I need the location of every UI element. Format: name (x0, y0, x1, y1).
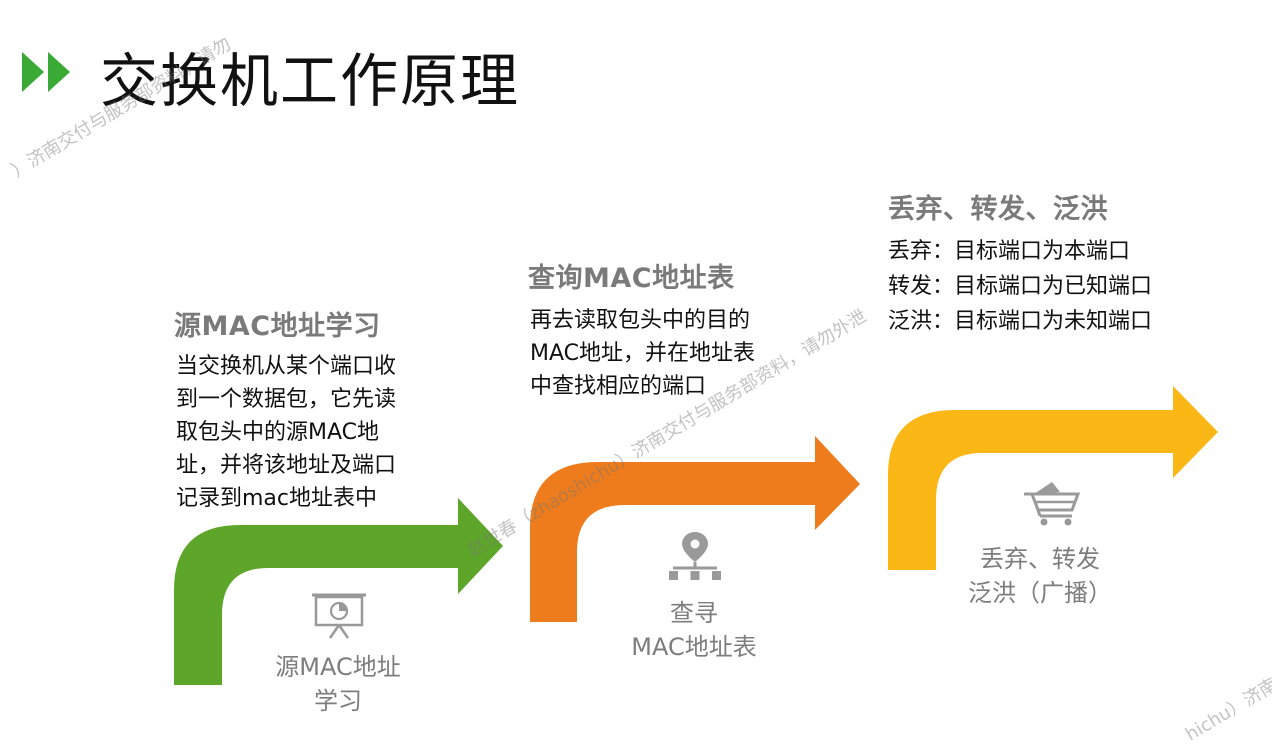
step1-description: 当交换机从某个端口收 到一个数据包，它先读 取包头中的源MAC地 址，并将该地址… (176, 350, 396, 515)
step2-line: 中查找相应的端口 (530, 374, 707, 399)
step1-line: 取包头中的源MAC地 (176, 420, 380, 445)
step3-caption-line: 泛洪（广播） (968, 579, 1112, 607)
step1-line: 记录到mac地址表中 (176, 486, 378, 511)
step2-caption-line: MAC地址表 (631, 633, 757, 661)
step3-line: 丢弃：目标端口为本端口 (888, 239, 1131, 264)
step2-line: MAC地址，并在地址表 (530, 341, 756, 366)
step2-caption: 查寻 MAC地址表 (594, 596, 794, 664)
step3-line: 泛洪：目标端口为未知端口 (888, 309, 1153, 334)
double-chevron-icon (22, 52, 70, 92)
step2-caption-line: 查寻 (670, 599, 718, 627)
orange-step-arrow (530, 436, 860, 622)
cart-icon (1024, 482, 1081, 526)
yellow-step-arrow (888, 386, 1218, 570)
step3-heading: 丢弃、转发、泛洪 (888, 194, 1108, 225)
green-step-arrow (174, 498, 503, 685)
step1-line: 当交换机从某个端口收 (176, 354, 397, 379)
step1-caption-line: 源MAC地址 (275, 653, 401, 681)
presentation-board-icon (312, 593, 366, 639)
step3-description: 丢弃：目标端口为本端口 转发：目标端口为已知端口 泛洪：目标端口为未知端口 (888, 234, 1152, 339)
step2-description: 再去读取包头中的目的 MAC地址，并在地址表 中查找相应的端口 (530, 304, 755, 403)
step1-heading: 源MAC地址学习 (174, 311, 381, 342)
step1-caption-line: 学习 (314, 687, 362, 715)
step3-caption: 丢弃、转发 泛洪（广播） (945, 542, 1135, 610)
step2-heading: 查询MAC地址表 (528, 263, 735, 294)
location-network-icon (669, 532, 721, 580)
step1-line: 址，并将该地址及端口 (176, 453, 397, 478)
step1-caption: 源MAC地址 学习 (238, 650, 438, 718)
process-arrows (174, 386, 1218, 685)
step3-caption-line: 丢弃、转发 (980, 545, 1100, 573)
step1-line: 到一个数据包，它先读 (176, 387, 397, 412)
step2-line: 再去读取包头中的目的 (530, 308, 751, 333)
page-title: 交换机工作原理 (100, 47, 521, 115)
step3-line: 转发：目标端口为已知端口 (888, 274, 1153, 299)
